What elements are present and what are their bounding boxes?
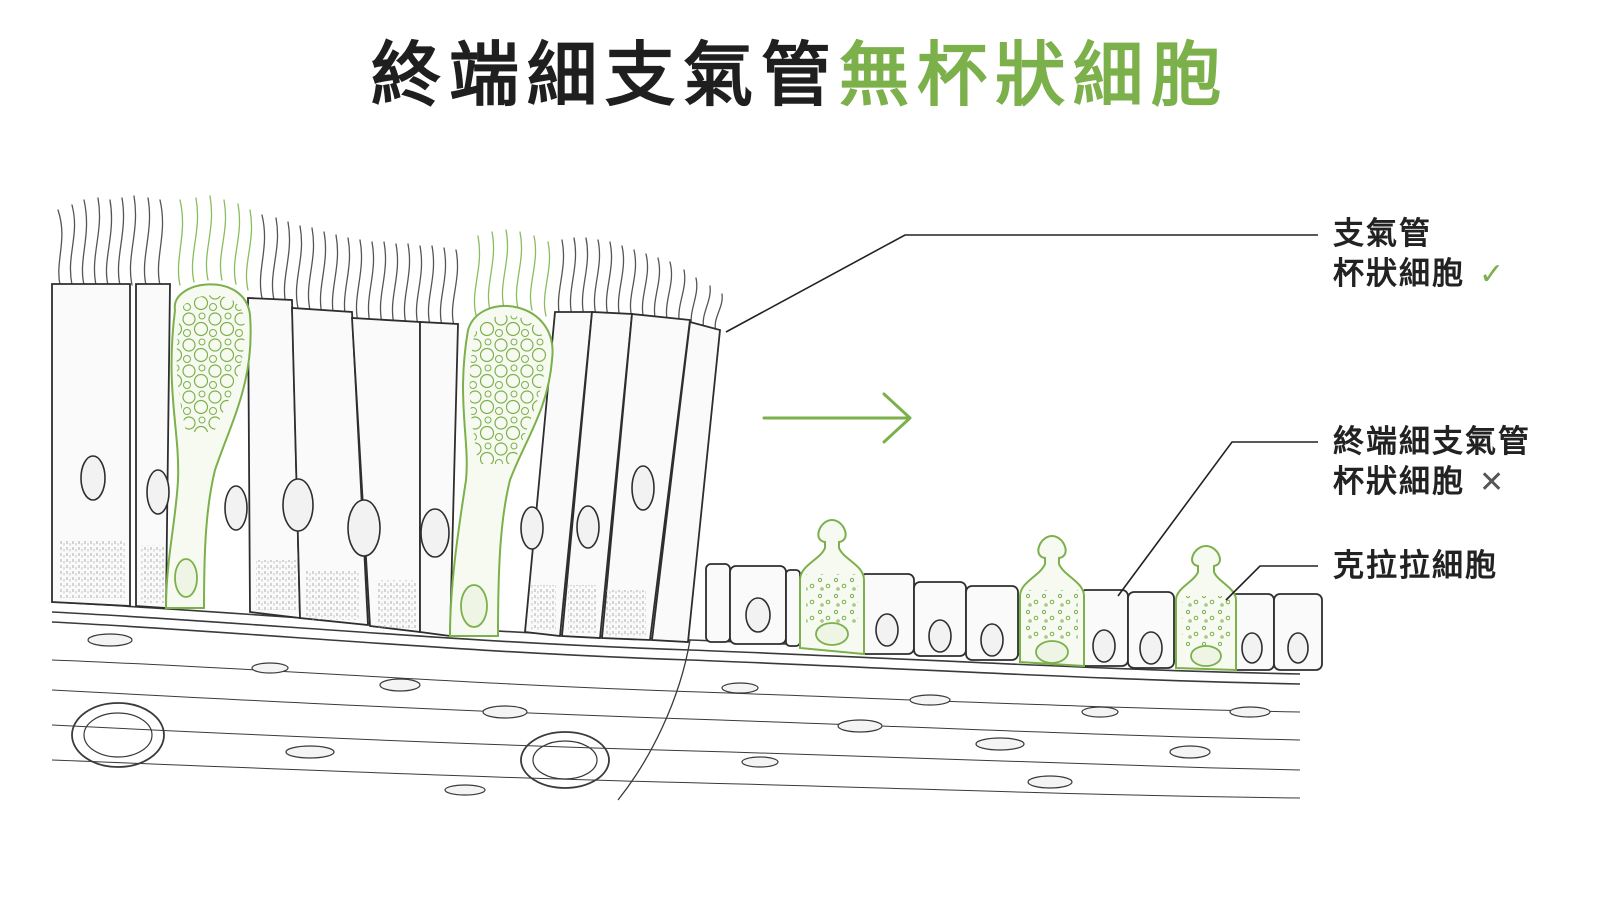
terminal-cell-nuclei bbox=[745, 597, 1309, 665]
submucosa bbox=[51, 601, 1301, 801]
goblet-nuclei bbox=[174, 558, 488, 628]
cilia bbox=[57, 195, 723, 333]
label-bronchus: 支氣管 杯狀細胞✓ bbox=[1333, 214, 1506, 295]
leader-lines bbox=[725, 234, 1318, 601]
goblet-mucus-granules bbox=[176, 295, 547, 464]
title-part-dark: 終端細支氣管 bbox=[371, 34, 839, 116]
club-cell-nuclei bbox=[815, 622, 1222, 667]
page-title: 終端細支氣管無杯狀細胞 bbox=[0, 30, 1600, 120]
terminal-cuboidal-cells bbox=[705, 563, 1323, 671]
goblet-cilia bbox=[177, 195, 551, 317]
cross-icon: ✕ bbox=[1479, 465, 1507, 500]
label-bronchus-line1: 支氣管 bbox=[1333, 216, 1432, 252]
fibroblast-nuclei bbox=[87, 633, 1271, 796]
title-part-green: 無杯狀細胞 bbox=[839, 34, 1229, 116]
label-club-line1: 克拉拉細胞 bbox=[1333, 548, 1498, 584]
blood-vessels bbox=[71, 702, 610, 789]
check-icon: ✓ bbox=[1479, 257, 1507, 292]
label-bronchus-line2: 杯狀細胞✓ bbox=[1333, 256, 1507, 292]
club-cell-granules bbox=[806, 574, 1230, 646]
label-terminal-line1: 終端細支氣管 bbox=[1333, 424, 1531, 460]
bronchus-ciliated-cells bbox=[51, 283, 721, 643]
bronchus-cell-nuclei bbox=[80, 455, 655, 558]
right-arrow-icon bbox=[762, 392, 912, 444]
bronchus-cell-stipple bbox=[60, 540, 646, 636]
label-club-cell: 克拉拉細胞 bbox=[1333, 546, 1498, 586]
label-terminal-bronchiole: 終端細支氣管 杯狀細胞✕ bbox=[1333, 422, 1531, 503]
label-terminal-line2: 杯狀細胞✕ bbox=[1333, 464, 1507, 500]
